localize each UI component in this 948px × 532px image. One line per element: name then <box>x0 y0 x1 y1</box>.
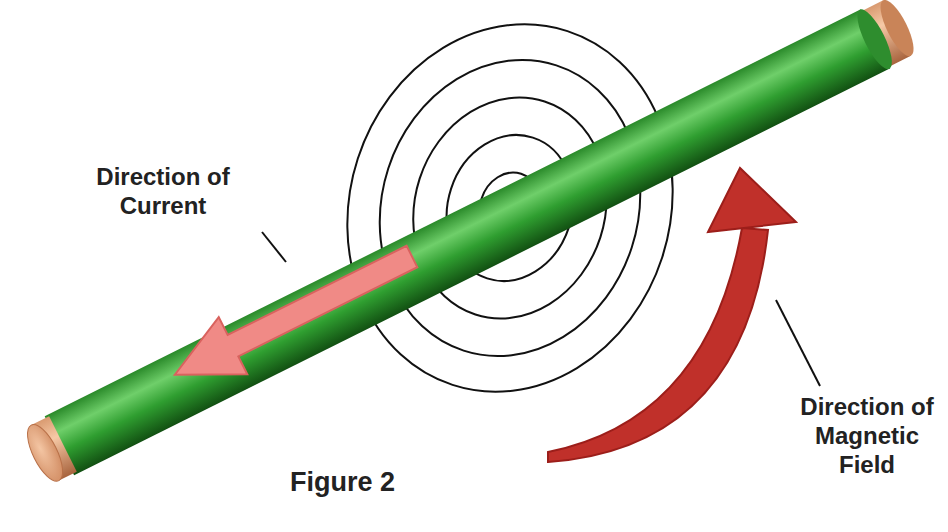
direction-label: Direction of Magnetic Field <box>798 392 936 479</box>
leader-line <box>776 300 820 386</box>
wire <box>15 0 921 488</box>
direction-label: Direction of Current <box>86 162 240 220</box>
field-arrow <box>548 168 796 462</box>
current-arrow <box>161 228 427 404</box>
leader-line <box>262 232 286 262</box>
figure-caption: Figure 2 <box>290 466 395 498</box>
